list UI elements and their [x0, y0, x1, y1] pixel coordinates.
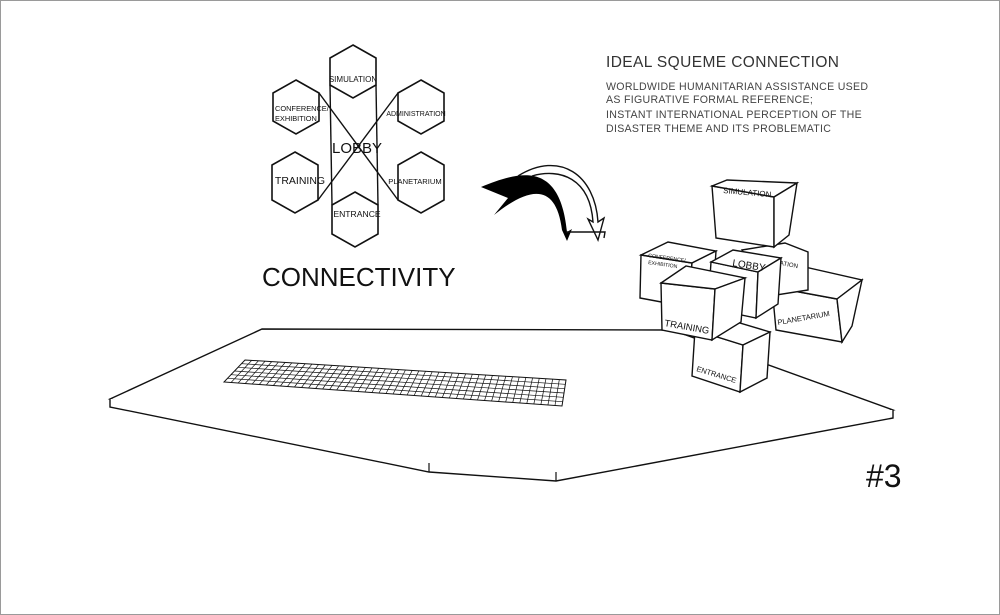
- grid-line: [234, 370, 565, 394]
- hex-label-planetarium: PLANETARIUM: [388, 177, 441, 186]
- grid-mat: [222, 359, 567, 407]
- cube-label-conference-1: CONFERENCE/: [648, 253, 687, 264]
- hex-training: [271, 151, 319, 214]
- hex-simulation: [329, 44, 377, 99]
- cube-entrance: ENTRANCE: [691, 317, 772, 394]
- cube-simulation: SIMULATION: [709, 179, 800, 249]
- link-line-d: [329, 84, 333, 206]
- hex-label-entrance: ENTRANCE: [333, 209, 381, 219]
- hex-label-administration: ADMINISTRATION: [386, 111, 445, 118]
- hex-administration: [397, 79, 445, 135]
- connectivity-caption: CONNECTIVITY: [262, 262, 456, 292]
- hexagon-diagram: SIMULATION CONFERENCE/ EXHIBITION ADMINI…: [271, 44, 446, 248]
- cube-label-lobby: LOBBY: [732, 258, 767, 274]
- grid-line: [230, 374, 564, 398]
- description-line-4: DISASTER THEME AND ITS PROBLEMATIC: [606, 123, 832, 135]
- cube-label-conference-2: EXHIBITION: [648, 260, 678, 270]
- link-line-c: [375, 84, 379, 206]
- cube-training: TRAINING: [659, 265, 748, 342]
- hex-label-lobby: LOBBY: [332, 140, 382, 157]
- page-number: #3: [866, 458, 902, 494]
- description-line-2: AS FIGURATIVE FORMAL REFERENCE;: [606, 94, 814, 106]
- hex-label-simulation: SIMULATION: [329, 75, 378, 84]
- hex-planetarium: [397, 151, 445, 214]
- hex-label-conference-2: EXHIBITION: [275, 114, 317, 123]
- grid-line: [241, 363, 566, 385]
- grid-line: [227, 377, 563, 403]
- curved-arrow-icon: [481, 164, 606, 243]
- site-platform: [107, 328, 896, 482]
- hex-entrance: [331, 191, 379, 248]
- hex-label-training: TRAINING: [275, 175, 325, 187]
- grid-line: [237, 366, 565, 390]
- cube-label-simulation: SIMULATION: [723, 186, 772, 199]
- hex-label-conference-1: CONFERENCE/: [275, 104, 330, 113]
- description-title: IDEAL SQUEME CONNECTION: [606, 54, 840, 71]
- description-line-1: WORLDWIDE HUMANITARIAN ASSISTANCE USED: [606, 81, 869, 93]
- cube-cluster: ENTRANCE PLANETARIUM ADMINISTRATION CONF…: [638, 179, 864, 394]
- description-line-3: INSTANT INTERNATIONAL PERCEPTION OF THE: [606, 109, 862, 121]
